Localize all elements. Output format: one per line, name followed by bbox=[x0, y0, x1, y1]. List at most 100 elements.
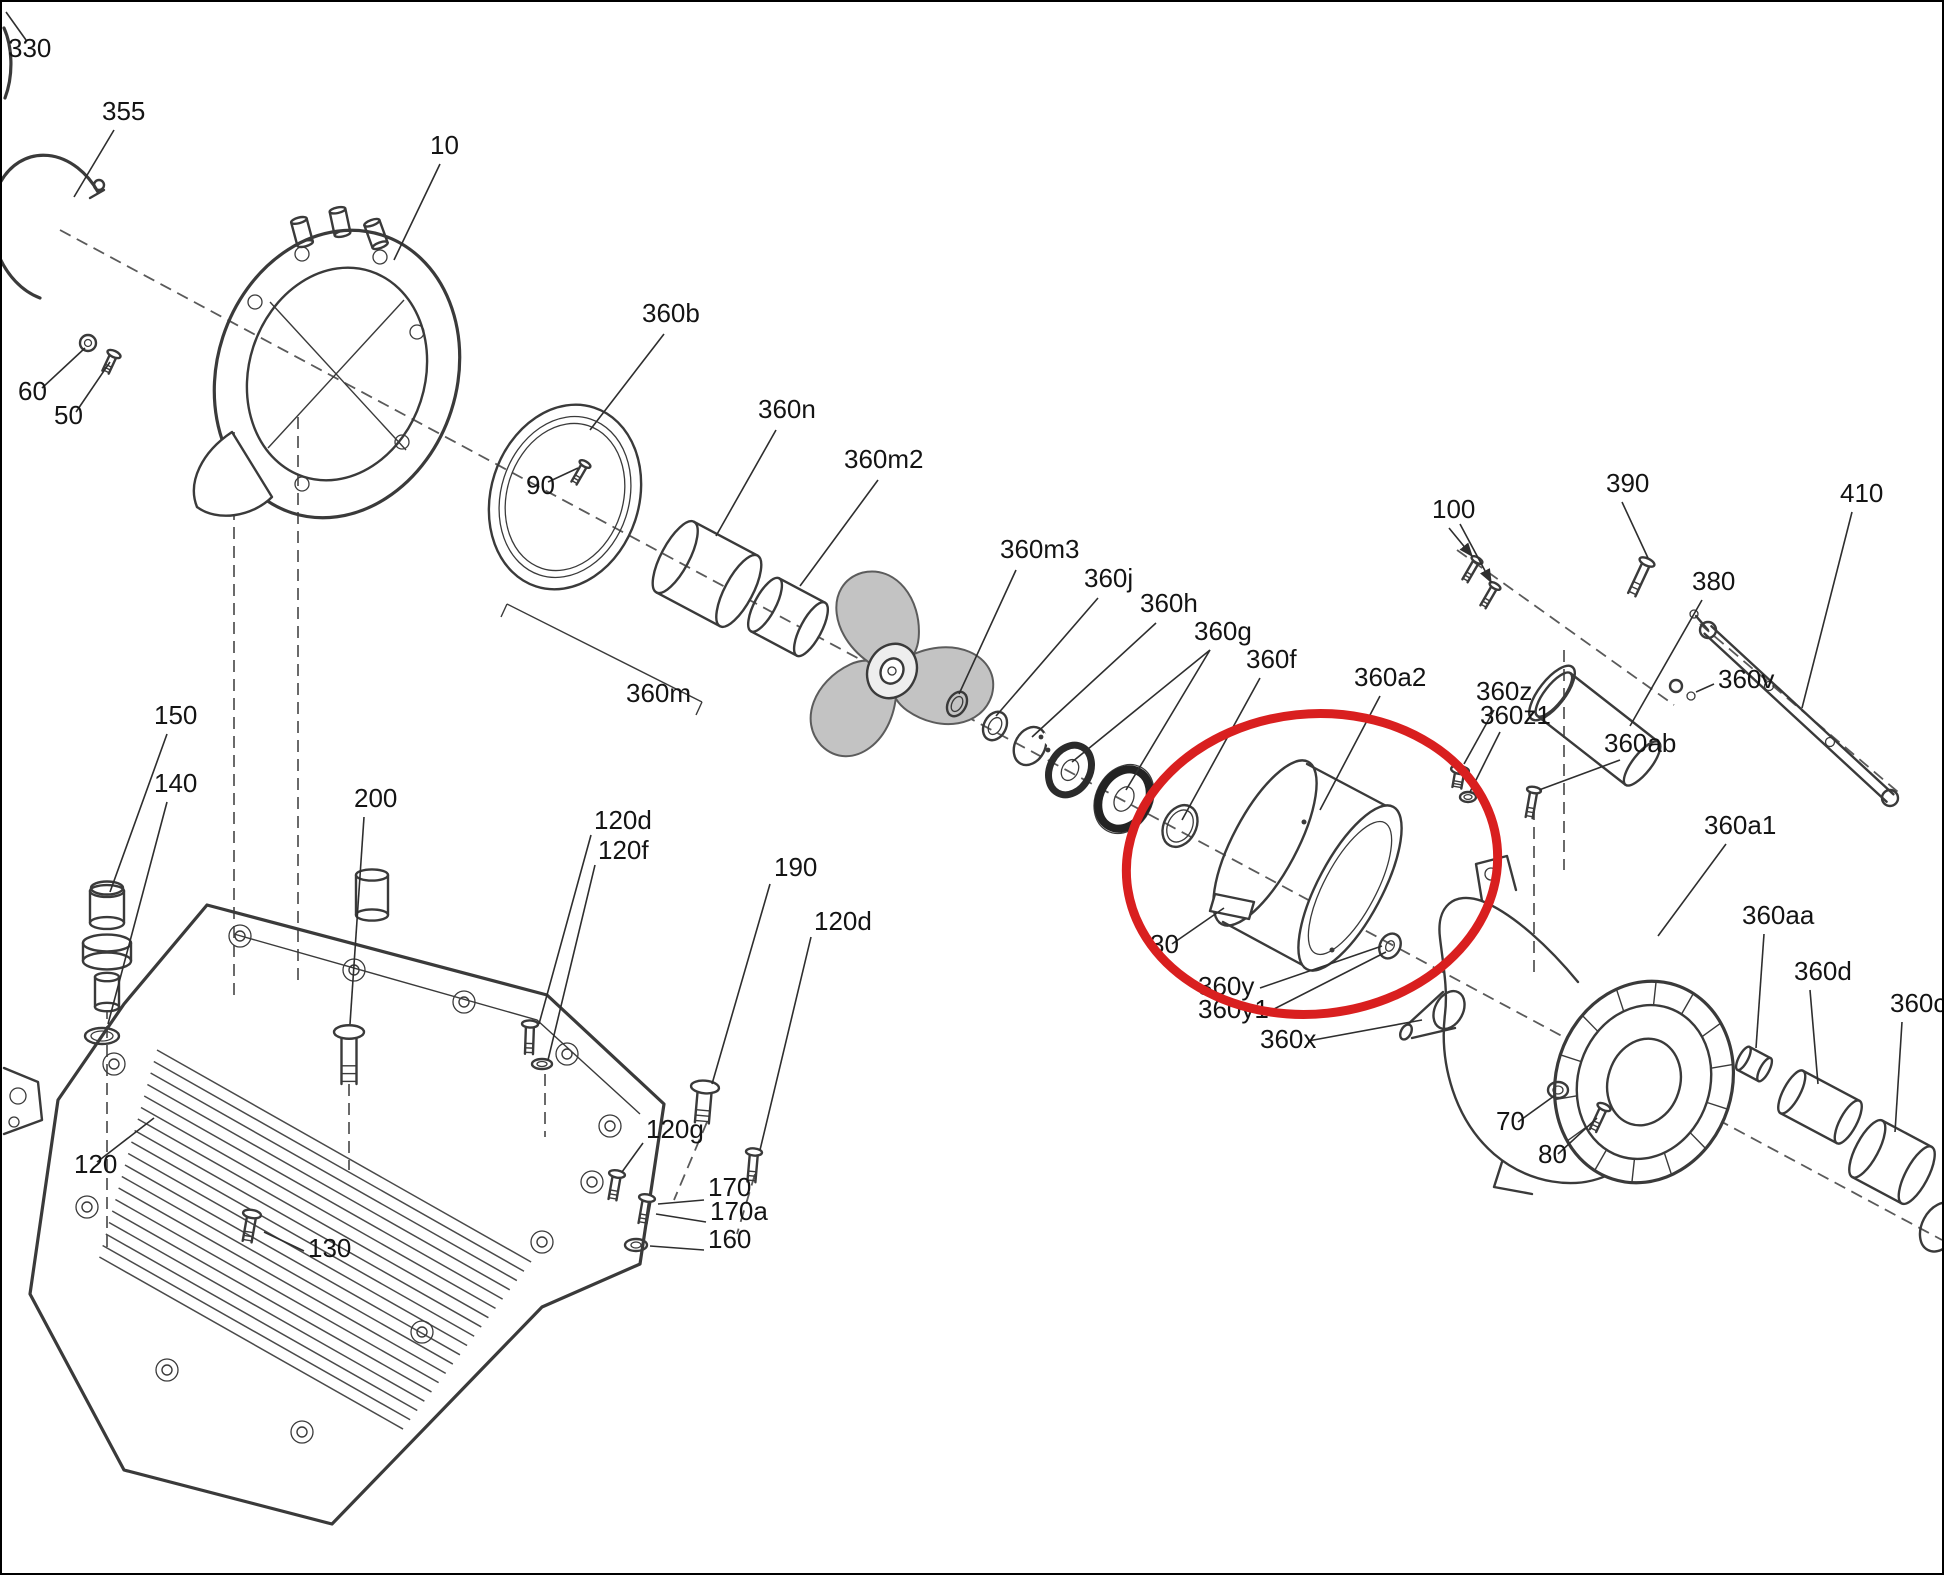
bolts-and-screws bbox=[101, 348, 1656, 1244]
part-label-130: 130 bbox=[308, 1233, 351, 1263]
corner-fragment bbox=[1918, 1201, 1942, 1253]
part-label-330: 330 bbox=[8, 33, 51, 63]
part-sensor-150-cap bbox=[89, 880, 125, 896]
leader-line-360d bbox=[1809, 989, 1819, 1085]
pump-face-ribs bbox=[1554, 981, 1734, 1183]
leader-line-200 bbox=[349, 816, 365, 1025]
leader-line-390 bbox=[1621, 501, 1649, 559]
leader-line-130 bbox=[263, 1231, 305, 1252]
shaft-group-bracket-360m bbox=[500, 603, 703, 716]
part-label-380: 380 bbox=[1692, 566, 1735, 596]
part-circlip-360h bbox=[1012, 725, 1053, 767]
leader-line-330 bbox=[5, 11, 27, 41]
leader-line-360y bbox=[1259, 945, 1383, 989]
leader-line-360x bbox=[1307, 1019, 1423, 1042]
part-label-360g: 360g bbox=[1194, 616, 1252, 646]
part-washer-360y bbox=[1378, 932, 1402, 960]
part-label-150: 150 bbox=[154, 700, 197, 730]
part-clamp-355 bbox=[2, 153, 106, 300]
part-label-80: 80 bbox=[1538, 1139, 1567, 1169]
leader-line-150 bbox=[109, 733, 168, 893]
part-label-120: 120 bbox=[74, 1149, 117, 1179]
leader-line-140 bbox=[107, 801, 168, 1025]
part-oring-360j bbox=[981, 710, 1009, 742]
part-label-360x: 360x bbox=[1260, 1024, 1316, 1054]
part-wear-ring-360a2 bbox=[1212, 759, 1403, 972]
leader-line-360z bbox=[1463, 709, 1495, 765]
leader-line-30 bbox=[1171, 907, 1225, 945]
part-label-50: 50 bbox=[54, 400, 83, 430]
leader-line-100 bbox=[1448, 527, 1474, 558]
part-label-200: 200 bbox=[354, 783, 397, 813]
leader-line-360m2 bbox=[799, 479, 879, 587]
part-label-360f: 360f bbox=[1246, 644, 1297, 674]
leader-line-360y1 bbox=[1269, 951, 1387, 1012]
leader-line-360m3 bbox=[958, 569, 1017, 695]
part-label-360a1: 360a1 bbox=[1704, 810, 1776, 840]
leader-line-360g bbox=[1071, 649, 1211, 763]
leader-line-120d bbox=[759, 936, 812, 1151]
part-label-360z1: 360z1 bbox=[1480, 700, 1551, 730]
leader-line-360ab bbox=[1538, 759, 1621, 791]
part-label-100: 100 bbox=[1432, 494, 1475, 524]
part-label-360aa: 360aa bbox=[1742, 900, 1815, 930]
part-label-360z: 360z bbox=[1476, 676, 1532, 706]
part-label-120d: 120d bbox=[594, 805, 652, 835]
part-flange-380 bbox=[1528, 664, 1576, 722]
part-label-360d: 360d bbox=[1794, 956, 1852, 986]
part-label-120g: 120g bbox=[646, 1114, 704, 1144]
part-washer-160 bbox=[623, 1237, 649, 1253]
part-washer-360z1 bbox=[1458, 790, 1478, 804]
part-label-140: 140 bbox=[154, 768, 197, 798]
leader-line-70 bbox=[1517, 1095, 1555, 1123]
leader-line-170a bbox=[655, 1213, 707, 1223]
part-label-360m3: 360m3 bbox=[1000, 534, 1080, 564]
part-cone-360x bbox=[1399, 989, 1466, 1041]
leader-line-160 bbox=[649, 1245, 705, 1251]
part-label-120d: 120d bbox=[814, 906, 872, 936]
part-label-360c: 360c bbox=[1890, 988, 1944, 1018]
part-label-390: 390 bbox=[1606, 468, 1649, 498]
leader-line-360c bbox=[1894, 1021, 1903, 1133]
part-washer-60 bbox=[78, 333, 98, 353]
leader-line-360n bbox=[715, 429, 777, 537]
leader-lines bbox=[5, 11, 1903, 1252]
leader-line-355 bbox=[73, 129, 115, 198]
part-label-360a2: 360a2 bbox=[1354, 662, 1426, 692]
part-ring-360b bbox=[487, 403, 643, 591]
part-oring-360m3 bbox=[945, 690, 969, 718]
leader-line-360j bbox=[995, 597, 1099, 717]
leader-line-380 bbox=[1629, 599, 1703, 727]
part-330-fragment bbox=[2, 26, 13, 100]
part-label-60: 60 bbox=[18, 376, 47, 406]
part-label-160: 160 bbox=[708, 1224, 751, 1254]
leader-line-360a1 bbox=[1657, 843, 1727, 937]
leader-line-10 bbox=[393, 163, 441, 261]
part-label-360v: 360v bbox=[1718, 664, 1774, 694]
part-label-360m: 360m bbox=[626, 678, 691, 708]
leader-line-100 bbox=[1459, 523, 1492, 584]
part-label-70: 70 bbox=[1496, 1106, 1525, 1136]
part-label-190: 190 bbox=[774, 852, 817, 882]
leader-line-120g bbox=[621, 1142, 644, 1173]
part-labels: 330355106050360b90360n360m2360m3360j360h… bbox=[8, 33, 1944, 1263]
part-label-360h: 360h bbox=[1140, 588, 1198, 618]
part-label-410: 410 bbox=[1840, 478, 1883, 508]
part-label-170: 170 bbox=[708, 1172, 751, 1202]
leader-line-90 bbox=[547, 467, 579, 483]
leader-line-360g bbox=[1125, 649, 1211, 791]
leader-line-360aa bbox=[1755, 933, 1765, 1049]
part-label-10: 10 bbox=[430, 130, 459, 160]
part-shim-30 bbox=[1208, 892, 1256, 921]
part-pump-housing-360a1 bbox=[1438, 854, 1736, 1196]
part-rod-410 bbox=[1689, 609, 1900, 808]
part-label-360n: 360n bbox=[758, 394, 816, 424]
leader-line-120 bbox=[96, 1117, 155, 1163]
part-oring-140 bbox=[83, 1026, 121, 1046]
parts-drawings bbox=[2, 26, 1942, 1526]
leader-line-190 bbox=[711, 883, 771, 1085]
leader-line-80 bbox=[1557, 1117, 1598, 1155]
leader-line-360f bbox=[1181, 677, 1261, 821]
